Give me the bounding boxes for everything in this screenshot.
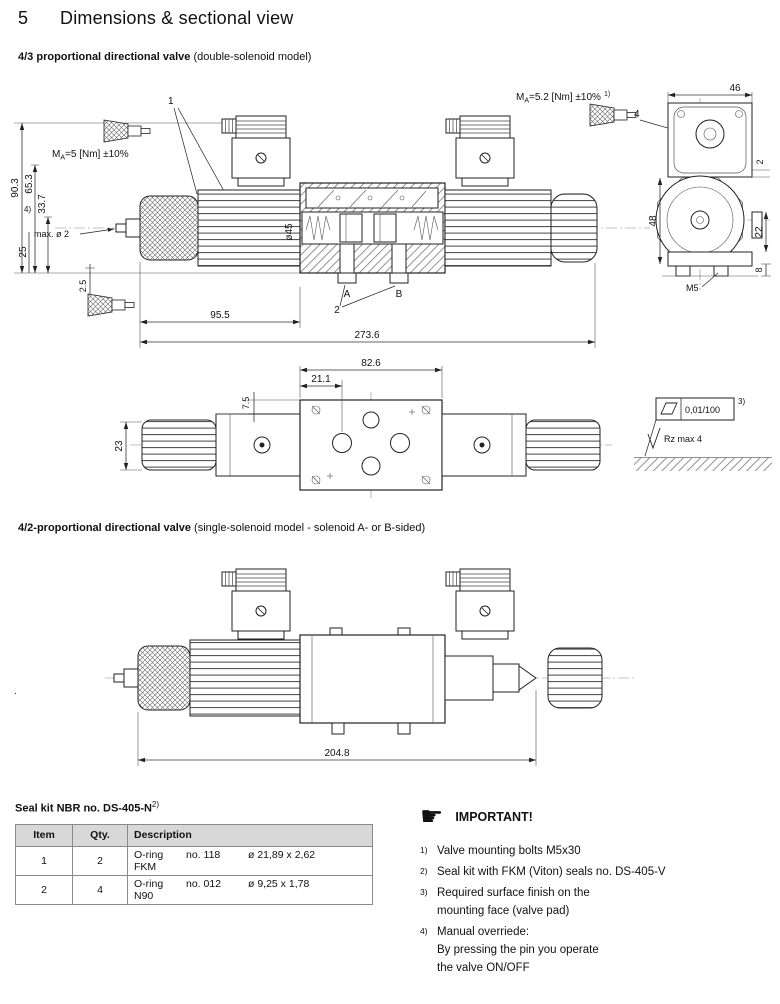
heading-42-valve: 4/2-proportional directional valve (sing…: [18, 522, 426, 534]
dim-8: 8: [754, 267, 764, 272]
important-title: IMPORTANT!: [455, 810, 533, 824]
dim-23: 23: [114, 440, 125, 452]
cell-qty: 4: [72, 874, 128, 905]
important-section: ☛ IMPORTANT! 1)Valve mounting bolts M5x3…: [420, 804, 756, 980]
din-connector-left: [221, 568, 291, 640]
dim-2: 2: [755, 159, 765, 164]
important-note-1: 1)Valve mounting bolts M5x30: [420, 845, 581, 857]
cell-item: 1: [15, 845, 73, 876]
dim-22: 22: [754, 226, 765, 238]
port-a-label: A: [344, 289, 351, 300]
note-3-marker: 3): [738, 397, 745, 406]
right-solenoid: [444, 189, 598, 267]
dim-95-5: 95.5: [210, 310, 230, 321]
note-4-marker: 4): [24, 205, 31, 214]
end-view: 46 2 48 22: [648, 83, 771, 293]
allen-key-icon: [103, 119, 151, 143]
din-connector-left: [221, 115, 291, 187]
cell-item: 2: [15, 874, 73, 905]
section-number: 5: [18, 8, 29, 28]
col-header-description: Description: [127, 823, 373, 847]
valve-body-section: [299, 182, 446, 284]
dim-m5: M5: [686, 283, 699, 293]
din-connector-right: [445, 115, 515, 187]
page-title: Dimensions & sectional view: [60, 8, 294, 28]
dim-46: 46: [729, 83, 741, 94]
callout-2: 2: [334, 305, 340, 316]
page-heading: 5 Dimensions & sectional view: [18, 8, 294, 29]
dim-21-1: 21.1: [311, 374, 331, 385]
seal-kit-section: Seal kit NBR no. DS-405-N2) Item Qty. De…: [15, 800, 373, 905]
dim-7-5: 7.5: [241, 397, 251, 410]
flatness-symbol: [660, 402, 678, 415]
left-solenoid: [115, 189, 301, 267]
pointing-hand-icon: ☛: [420, 802, 444, 832]
drawing-42-valve: . 204.8: [14, 568, 635, 766]
dim-273-6: 273.6: [354, 330, 379, 341]
important-header: ☛ IMPORTANT!: [420, 804, 756, 830]
heading-43-valve: 4/3 proportional directional valve (doub…: [18, 51, 312, 63]
dim-82-6: 82.6: [361, 358, 381, 369]
allen-key-icon: [87, 293, 135, 317]
dim-2-5: 2.5: [78, 280, 88, 293]
surface-finish-callout: 0,01/100 3) Rz max 4: [634, 397, 772, 471]
dim-48: 48: [648, 215, 659, 227]
important-note-4: 4)Manual overriede:By pressing the pin y…: [420, 926, 599, 974]
cell-qty: 2: [72, 845, 128, 876]
bottom-dimensions: 95.5 273.6: [139, 262, 596, 348]
callout-4: 4: [634, 109, 640, 120]
dim-33-7: 33.7: [37, 194, 48, 214]
allen-key-icon: [589, 103, 637, 127]
dim-90-3: 90.3: [10, 178, 21, 198]
torque-spec-right: MA=5.2 [Nm] ±10%1): [516, 91, 610, 105]
port-b-label: B: [396, 289, 403, 300]
length-dimension: 204.8: [137, 690, 537, 766]
callout-1: 1: [168, 96, 174, 107]
col-header-item: Item: [15, 823, 73, 847]
roughness-symbol: [647, 427, 661, 450]
note-2-marker: 2): [151, 800, 160, 809]
drawing-43-valve: 90.3 65.3 33.7 25 4) max. ø 2 2.5 MA=5 […: [10, 83, 772, 498]
top-view: 82.6 21.1 7.5 23: [114, 358, 612, 498]
col-header-qty: Qty.: [72, 823, 128, 847]
dim-dia-45: ø45: [284, 223, 295, 241]
flatness-value: 0,01/100: [685, 405, 720, 415]
roughness-value: Rz max 4: [664, 434, 702, 444]
dim-max-dia-2: max. ø 2: [34, 229, 69, 239]
ground-hatch: [634, 458, 772, 471]
dim-204-8: 204.8: [324, 748, 349, 759]
dim-65-3: 65.3: [24, 174, 35, 194]
table-header-row: Item Qty. Description: [15, 823, 373, 847]
stray-mark: .: [14, 686, 17, 697]
important-note-2: 2)Seal kit with FKM (Viton) seals no. DS…: [420, 866, 666, 878]
dim-25: 25: [18, 246, 29, 258]
single-solenoid-assembly: [113, 627, 603, 735]
seal-kit-title: Seal kit NBR no. DS-405-N2): [15, 800, 160, 815]
torque-spec-left: MA=5 [Nm] ±10%: [52, 149, 129, 162]
din-connector-right: [445, 568, 515, 640]
